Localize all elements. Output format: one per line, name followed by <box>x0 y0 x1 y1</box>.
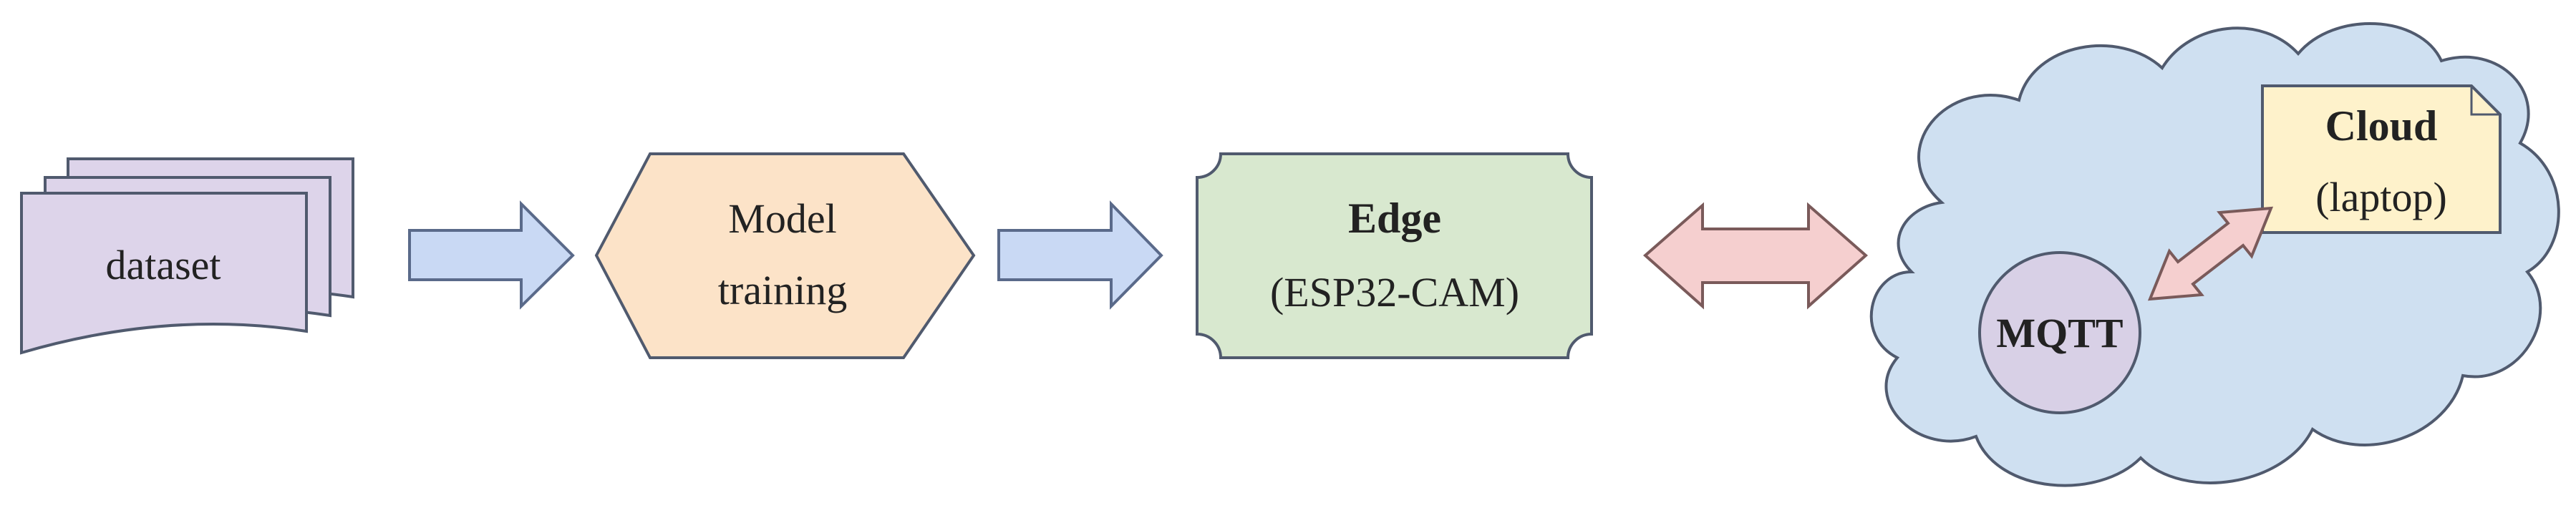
model-training-node: Model training <box>594 152 976 359</box>
dataset-label: dataset <box>105 242 221 288</box>
cloud-laptop-node: Cloud (laptop) <box>2261 84 2502 234</box>
plaque-icon <box>1196 152 1593 359</box>
hexagon-icon <box>594 152 976 359</box>
mqtt-node: MQTT <box>1978 251 2141 414</box>
dataset-node: dataset <box>20 157 354 355</box>
edge-subtitle: (ESP32-CAM) <box>1270 269 1519 316</box>
cloud-laptop-title: Cloud <box>2325 102 2438 150</box>
model-training-line2: training <box>718 267 847 313</box>
edge-title: Edge <box>1348 195 1441 242</box>
dataset-page-front <box>20 192 308 355</box>
mqtt-label: MQTT <box>1996 310 2123 356</box>
model-training-line1: Model <box>728 195 836 242</box>
cloud-laptop-subtitle: (laptop) <box>2315 174 2447 220</box>
arrow-training-to-edge <box>997 200 1163 310</box>
circle-icon <box>1978 251 2141 414</box>
cloud-node: Cloud (laptop) MQTT <box>1869 21 2560 487</box>
arrow-edge-cloud-bidirectional <box>1642 202 1869 310</box>
arrow-dataset-to-training <box>408 200 575 310</box>
folded-corner <box>2470 86 2500 116</box>
arrow-mqtt-laptop-bidirectional <box>2147 206 2274 301</box>
edge-node: Edge (ESP32-CAM) <box>1196 152 1593 359</box>
